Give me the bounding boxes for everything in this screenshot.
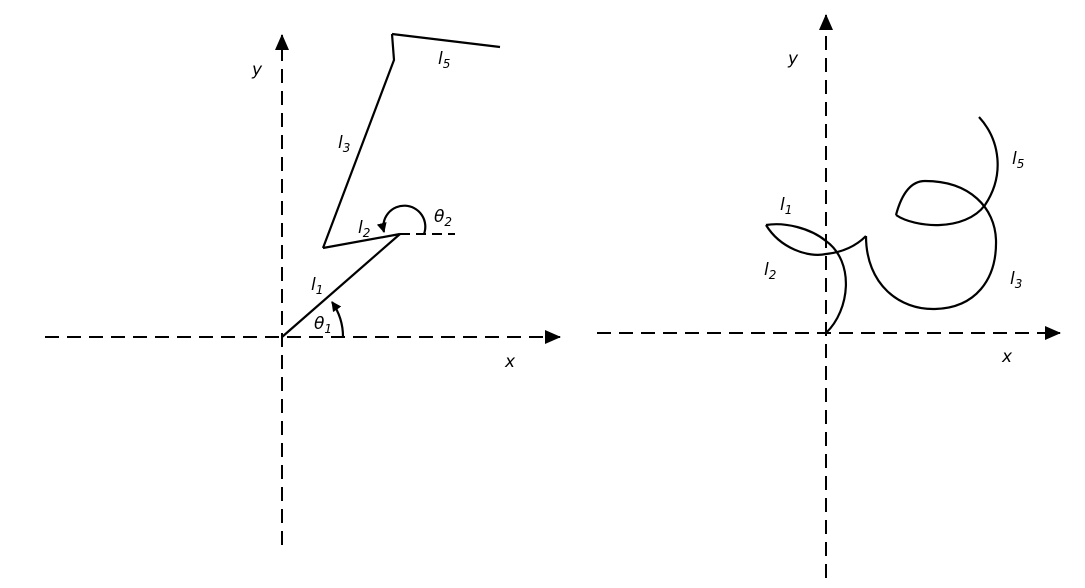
right-y-label: y bbox=[787, 49, 799, 69]
left-label-l5: l5 bbox=[438, 49, 450, 71]
left-x-label: x bbox=[504, 352, 516, 372]
right-label-l5: l5 bbox=[1012, 149, 1024, 171]
right-label-l3: l3 bbox=[1010, 269, 1022, 291]
right-curve-l3 bbox=[864, 179, 998, 311]
left-link-l1 bbox=[281, 233, 401, 338]
left-y-label: y bbox=[251, 60, 263, 80]
theta2-arc bbox=[376, 204, 427, 235]
right-x-label: x bbox=[1001, 347, 1013, 367]
left-link-l5 bbox=[391, 32, 501, 49]
left-label-l1: l1 bbox=[311, 275, 323, 297]
right-curve-l1 bbox=[765, 223, 847, 334]
left-label-l2: l2 bbox=[358, 218, 370, 240]
right-diagram: y x l1 l2 l3 l5 bbox=[597, 14, 1061, 578]
right-curve-l5 bbox=[895, 116, 999, 227]
right-label-l2: l2 bbox=[764, 260, 776, 282]
left-label-theta1: θ1 bbox=[314, 314, 332, 336]
left-label-theta2: θ2 bbox=[434, 207, 452, 229]
left-link-l2 bbox=[322, 232, 401, 250]
right-curve-l2 bbox=[765, 224, 867, 256]
left-label-l3: l3 bbox=[338, 133, 350, 155]
theta1-arc bbox=[331, 301, 345, 338]
left-link-l3 bbox=[321, 33, 396, 249]
right-label-l1: l1 bbox=[780, 195, 792, 217]
left-diagram: y x l1 l2 l3 l5 θ1 θ2 bbox=[45, 32, 561, 545]
